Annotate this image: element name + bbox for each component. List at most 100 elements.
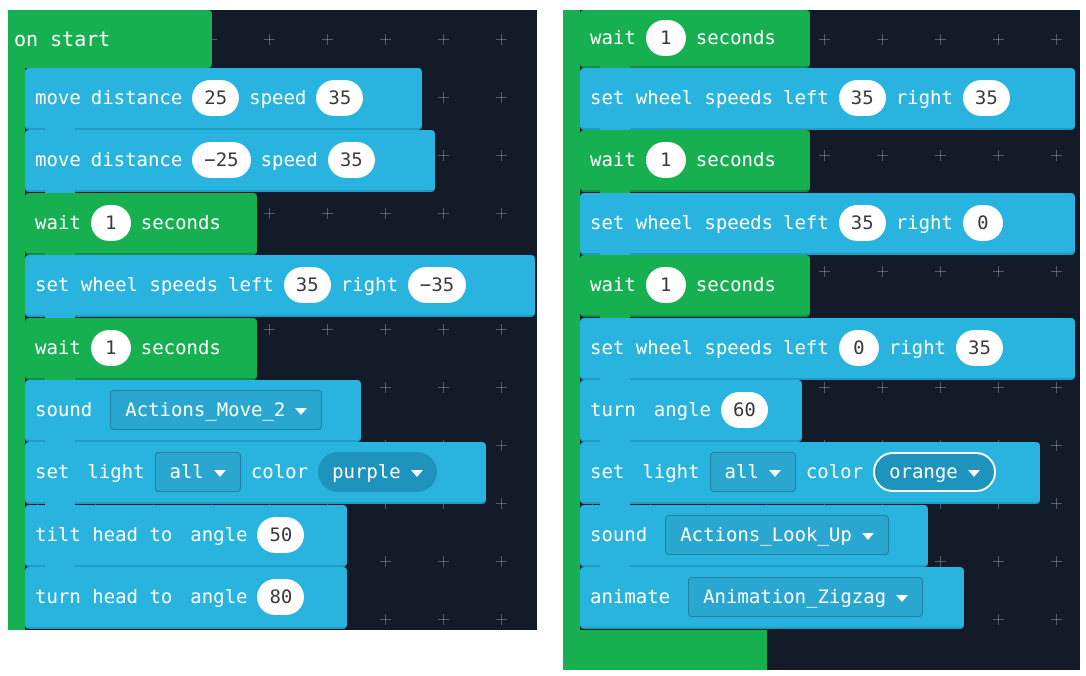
sound-block[interactable]: sound Actions_Move_2 <box>25 380 361 449</box>
left-speed-input[interactable]: 35 <box>283 267 331 303</box>
right-label: right <box>888 337 946 359</box>
wait-block-5[interactable]: wait 1 seconds <box>580 255 810 324</box>
wheel-speeds-block-1[interactable]: set wheel speeds left 35 right −35 <box>25 255 535 324</box>
turn-head-angle-input[interactable]: 80 <box>257 579 305 615</box>
right-label: right <box>895 87 953 109</box>
tilt-head-label: tilt head to <box>35 524 173 546</box>
animate-block[interactable]: animate Animation_Zigzag <box>580 567 964 629</box>
seconds-label: seconds <box>695 274 776 296</box>
chevron-down-icon <box>768 469 781 477</box>
wait-seconds-input[interactable]: 1 <box>645 142 686 178</box>
left-label: left <box>228 274 274 296</box>
wait-block-4[interactable]: wait 1 seconds <box>580 130 810 199</box>
sound-label: sound <box>35 399 93 421</box>
tilt-head-block[interactable]: tilt head to angle 50 <box>25 505 347 574</box>
turn-head-block[interactable]: turn head to angle 80 <box>25 567 347 629</box>
sound-label: sound <box>590 524 648 546</box>
chevron-down-icon <box>213 469 226 477</box>
right-label: right <box>340 274 398 296</box>
color-dropdown[interactable]: purple <box>318 452 437 492</box>
set-label: set <box>590 461 625 483</box>
turn-label: turn <box>590 399 636 421</box>
wheel-speeds-block-3[interactable]: set wheel speeds left 35 right 0 <box>580 193 1075 262</box>
right-speed-input[interactable]: 35 <box>962 80 1010 116</box>
wait-seconds-input[interactable]: 1 <box>90 205 131 241</box>
set-light-block[interactable]: set light all color purple <box>25 442 486 511</box>
right-speed-input[interactable]: −35 <box>407 267 467 303</box>
light-label: light <box>642 461 700 483</box>
wait-label: wait <box>35 337 81 359</box>
workspace-right[interactable]: wait 1 seconds set wheel speeds left 35 … <box>563 10 1080 670</box>
tilt-angle-input[interactable]: 50 <box>257 517 305 553</box>
distance-label: distance <box>90 87 183 109</box>
light-option: all <box>724 461 759 483</box>
seconds-label: seconds <box>695 149 776 171</box>
sound-option: Actions_Move_2 <box>125 399 286 421</box>
right-label: right <box>895 212 953 234</box>
color-dropdown[interactable]: orange <box>873 452 996 492</box>
light-dropdown[interactable]: all <box>709 452 796 492</box>
chevron-down-icon <box>967 469 980 477</box>
wait-block-2[interactable]: wait 1 seconds <box>25 318 257 387</box>
right-speed-input[interactable]: 0 <box>962 205 1003 241</box>
wait-seconds-input[interactable]: 1 <box>645 267 686 303</box>
wait-label: wait <box>590 27 636 49</box>
wheel-speeds-label: set wheel speeds <box>590 212 774 234</box>
wait-seconds-input[interactable]: 1 <box>645 20 686 56</box>
turn-angle-input[interactable]: 60 <box>720 392 768 428</box>
light-option: all <box>169 461 204 483</box>
seconds-label: seconds <box>140 337 221 359</box>
move-block-1[interactable]: move distance 25 speed 35 <box>25 68 422 137</box>
left-label: left <box>783 87 829 109</box>
event-footer <box>563 630 767 670</box>
light-dropdown[interactable]: all <box>154 452 241 492</box>
right-speed-input[interactable]: 35 <box>956 330 1003 366</box>
speed-input[interactable]: 35 <box>316 80 364 116</box>
set-light-block-2[interactable]: set light all color orange <box>580 442 1040 511</box>
left-speed-input[interactable]: 35 <box>838 80 886 116</box>
color-option: orange <box>889 461 958 483</box>
wait-seconds-input[interactable]: 1 <box>90 330 131 366</box>
angle-label: angle <box>653 399 711 421</box>
animation-option: Animation_Zigzag <box>703 586 887 608</box>
wheel-speeds-block-4[interactable]: set wheel speeds left 0 right 35 <box>580 318 1075 387</box>
wait-label: wait <box>590 149 636 171</box>
chevron-down-icon <box>896 594 909 602</box>
workspace-left[interactable]: on start move distance 25 speed 35 move … <box>8 10 537 630</box>
wait-block-1[interactable]: wait 1 seconds <box>25 193 257 262</box>
event-rail <box>8 10 25 630</box>
left-speed-input[interactable]: 0 <box>838 330 879 366</box>
sound-dropdown[interactable]: Actions_Move_2 <box>110 390 323 430</box>
speed-input[interactable]: 35 <box>327 142 375 178</box>
seconds-label: seconds <box>140 212 221 234</box>
light-label: light <box>87 461 145 483</box>
wheel-speeds-label: set wheel speeds <box>590 87 774 109</box>
wait-block-3[interactable]: wait 1 seconds <box>580 10 810 75</box>
move-label: move <box>35 149 81 171</box>
color-label: color <box>250 461 309 483</box>
wheel-speeds-label: set wheel speeds <box>35 274 219 296</box>
on-start-block[interactable]: on start <box>8 10 212 68</box>
angle-label: angle <box>190 524 248 546</box>
color-label: color <box>805 461 864 483</box>
distance-input[interactable]: 25 <box>192 80 240 116</box>
on-start-label: on start <box>14 27 111 51</box>
left-label: left <box>783 212 829 234</box>
wheel-speeds-label: set wheel speeds <box>590 337 774 359</box>
left-label: left <box>783 337 829 359</box>
turn-block[interactable]: turn angle 60 <box>580 380 802 449</box>
animation-dropdown[interactable]: Animation_Zigzag <box>688 577 924 617</box>
sound-dropdown[interactable]: Actions_Look_Up <box>665 515 889 555</box>
set-label: set <box>35 461 70 483</box>
sound-block-2[interactable]: sound Actions_Look_Up <box>580 505 928 574</box>
distance-input[interactable]: −25 <box>192 142 251 178</box>
turn-head-label: turn head to <box>35 586 173 608</box>
wait-label: wait <box>590 274 636 296</box>
move-label: move <box>35 87 81 109</box>
animate-label: animate <box>590 586 671 608</box>
speed-label: speed <box>260 149 318 171</box>
left-speed-input[interactable]: 35 <box>838 205 886 241</box>
color-option: purple <box>332 461 401 483</box>
move-block-2[interactable]: move distance −25 speed 35 <box>25 130 435 199</box>
wheel-speeds-block-2[interactable]: set wheel speeds left 35 right 35 <box>580 68 1075 137</box>
